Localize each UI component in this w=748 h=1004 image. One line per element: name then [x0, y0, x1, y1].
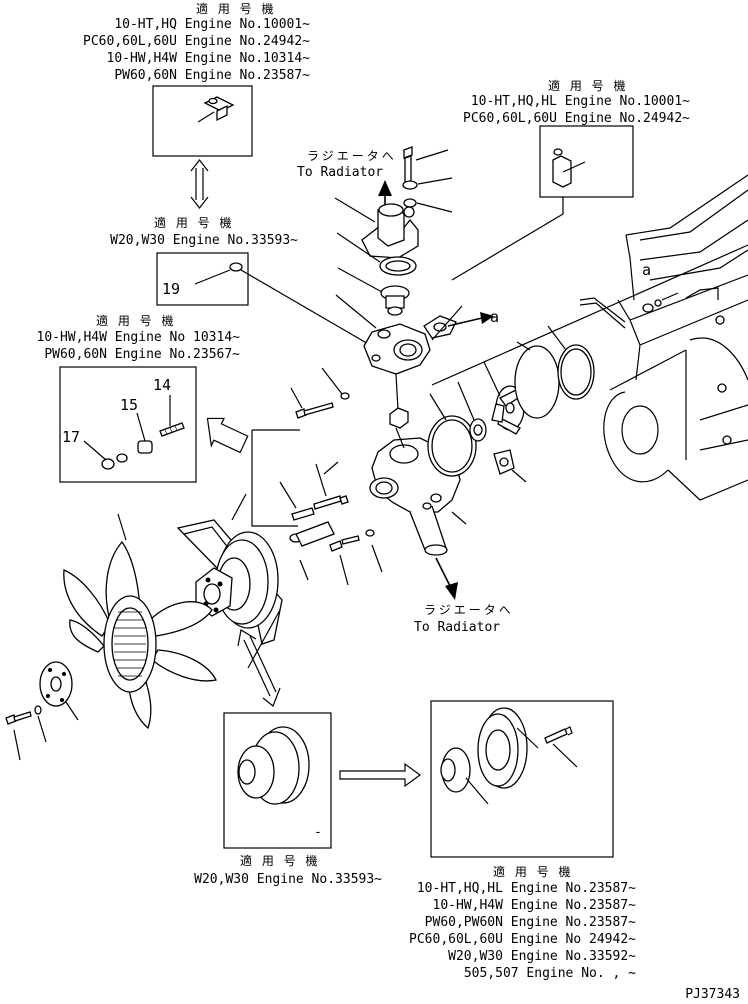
left-mid-heading: 適 用 号 機 [96, 313, 176, 328]
arrow-to-bottom-right [339, 762, 422, 788]
top-left-heading: 適 用 号 機 [196, 1, 276, 16]
inset-studs-left: 14 15 17 [59, 366, 249, 483]
hex-nut [389, 407, 409, 429]
snap-ring [547, 325, 595, 400]
cooling-fan [63, 513, 217, 730]
to-radiator-top-jp: ラジエータへ [307, 149, 397, 163]
pump-bolts [251, 429, 383, 586]
callout-a-right: a [642, 261, 651, 279]
inset-hub-pulley-bottom-right [430, 700, 614, 858]
w20-mid-heading: 適 用 号 機 [154, 215, 234, 230]
part-number-14: 14 [153, 376, 171, 394]
top-right-line-1: 10-HT,HQ,HL Engine No.10001~ [471, 94, 690, 109]
callout-dash: - [314, 825, 322, 840]
w20-mid-label: W20,W30 Engine No.33593~ [110, 233, 298, 248]
back-plate-gasket [514, 341, 560, 419]
to-radiator-top-en: To Radiator [297, 165, 383, 180]
pump-seal [457, 381, 487, 442]
drawing-code: PJ37343 [685, 987, 740, 1002]
housing-gasket [423, 305, 494, 341]
engine-block-outline [431, 174, 748, 501]
bypass-hose [579, 292, 679, 329]
part-number-15: 15 [120, 396, 138, 414]
double-arrow-top-left [190, 159, 209, 209]
fan-pulley [195, 531, 279, 629]
top-left-line-4: PW60,60N Engine No.23587~ [114, 68, 310, 83]
to-radiator-bottom-en: To Radiator [414, 620, 500, 635]
to-radiator-bottom-jp: ラジエータへ [424, 603, 514, 617]
bottom-right-line-3: PW60,PW60N Engine No.23587~ [425, 915, 636, 930]
left-mid-line-2: PW60,60N Engine No.23567~ [44, 347, 240, 362]
fan-spacer [39, 661, 79, 721]
top-left-line-1: 10-HT,HQ Engine No.10001~ [114, 17, 310, 32]
thermostat-housing [335, 294, 431, 375]
bottom-center-label: W20,W30 Engine No.33593~ [194, 872, 382, 887]
part-number-19: 19 [162, 280, 180, 298]
lock-washer-top [402, 180, 418, 190]
left-mid-line-1: 10-HW,H4W Engine No 10314~ [37, 330, 241, 345]
bottom-right-line-4: PC60,60L,60U Engine No 24942~ [409, 932, 636, 947]
top-left-line-2: PC60,60L,60U Engine No.24942~ [83, 34, 310, 49]
housing-bolt [290, 367, 350, 419]
fan-bolts [5, 705, 47, 761]
bottom-right-line-1: 10-HT,HQ,HL Engine No.23587~ [417, 881, 636, 896]
pump-flange [493, 449, 527, 483]
top-right-heading: 適 用 号 機 [548, 78, 628, 93]
part-number-17: 17 [62, 428, 80, 446]
bottom-right-line-2: 10-HW,H4W Engine No.23587~ [433, 898, 637, 913]
inset-elbow-top-left [152, 85, 253, 157]
double-arrow-pulley [237, 629, 281, 707]
thermostat [337, 267, 410, 316]
pump-o-ring [427, 393, 477, 477]
washer-top [403, 198, 417, 208]
inset-valve-top-right [451, 125, 634, 281]
bottom-center-heading: 適 用 号 機 [240, 853, 320, 868]
inset-plug-19: 19 [156, 252, 371, 346]
top-right-line-2: PC60,60L,60U Engine No.24942~ [463, 111, 690, 126]
bottom-right-heading: 適 用 号 機 [493, 864, 573, 879]
inset-pulley-bottom-center: - [223, 712, 332, 849]
top-left-line-3: 10-HW,H4W Engine No.10314~ [107, 51, 311, 66]
callout-a-left: a [490, 308, 499, 326]
bottom-right-line-6: 505,507 Engine No. , ~ [464, 966, 636, 981]
thermostat-gasket [336, 232, 417, 276]
thermostat-cover [334, 197, 419, 259]
thermostat-bolt [403, 146, 449, 187]
bottom-right-line-5: W20,W30 Engine No.33592~ [448, 949, 636, 964]
